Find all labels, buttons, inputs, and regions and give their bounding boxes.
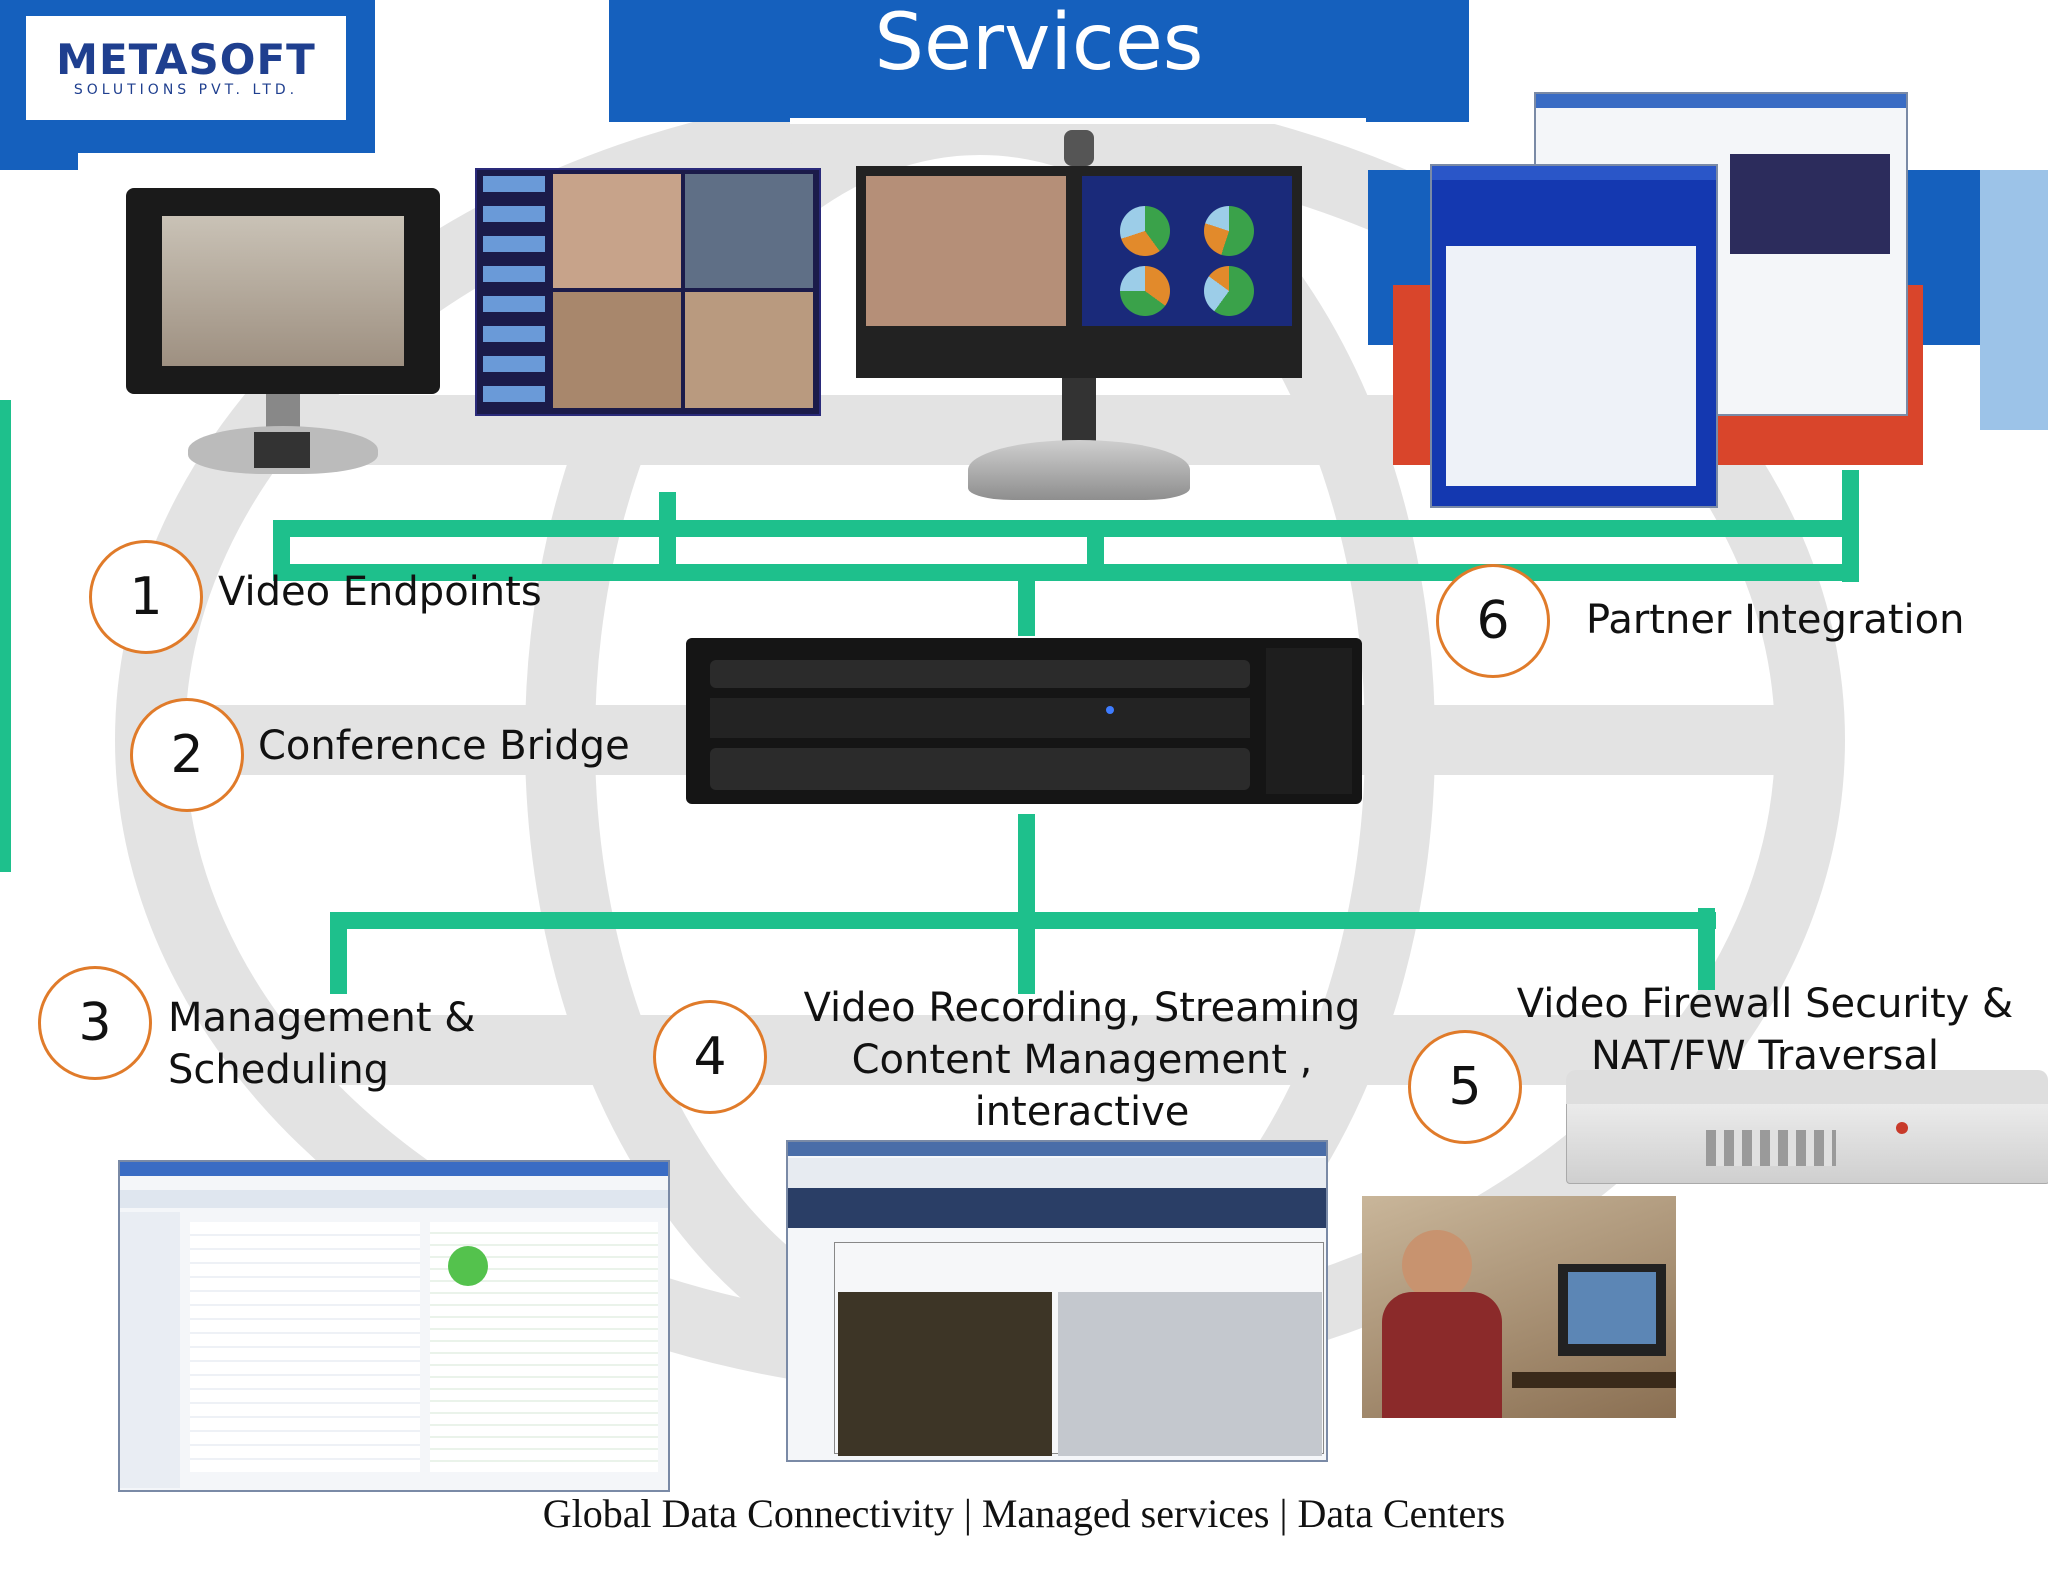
software-client-icon	[1430, 92, 1910, 512]
connector-endpoint-4	[1842, 470, 1859, 582]
node-label-management: Management & Scheduling	[168, 992, 475, 1096]
node-label-conference-bridge: Conference Bridge	[258, 723, 630, 769]
video-endpoint-icon	[126, 188, 440, 474]
node-number-1: 1	[89, 540, 203, 654]
firewall-appliance-icon	[1566, 1070, 2048, 1190]
logo-tab	[0, 153, 78, 170]
connector-endpoint-1	[273, 520, 290, 565]
conference-bridge-icon	[686, 638, 1362, 804]
node-label-firewall-line1: Video Firewall Security &	[1516, 981, 2014, 1027]
dual-screen-icon	[856, 130, 1302, 500]
node-label-video-endpoints: Video Endpoints	[218, 569, 542, 615]
node-label-management-line1: Management &	[168, 995, 476, 1041]
connector-endpoint-3	[1087, 522, 1104, 564]
connector-to-bridge	[1018, 568, 1035, 636]
decor-band-light	[1980, 170, 2048, 430]
decor-left-accent	[0, 400, 11, 872]
logo-subtitle: SOLUTIONS PVT. LTD.	[73, 82, 299, 98]
title-bar: Services	[609, 0, 1469, 122]
node-label-partner-integration: Partner Integration	[1586, 597, 1965, 643]
streaming-app-icon	[786, 1140, 1328, 1462]
connector-firewall	[1698, 908, 1715, 990]
desktop-video-icon	[1362, 1196, 1676, 1418]
connector-from-bridge	[1018, 814, 1035, 994]
connector-bottom-horizontal	[330, 912, 1716, 929]
video-wall-icon	[475, 168, 821, 416]
company-logo: METASOFT SOLUTIONS PVT. LTD.	[0, 0, 375, 153]
logo-name: METASOFT	[56, 35, 316, 84]
page-title: Services	[874, 0, 1204, 88]
node-number-5: 5	[1408, 1030, 1522, 1144]
title-notch	[790, 118, 1366, 124]
node-label-recording-line2: Content Management , interactive	[851, 1037, 1313, 1135]
connector-endpoint-2	[659, 492, 676, 564]
node-number-4: 4	[653, 1000, 767, 1114]
node-label-recording-line1: Video Recording, Streaming	[803, 985, 1361, 1031]
node-label-firewall: Video Firewall Security & NAT/FW Travers…	[1500, 978, 2030, 1082]
node-number-2: 2	[130, 698, 244, 812]
connector-top-horizontal	[273, 520, 1859, 537]
management-app-icon	[118, 1160, 670, 1492]
node-number-3: 3	[38, 966, 152, 1080]
node-label-management-line2: Scheduling	[168, 1047, 390, 1093]
node-number-6: 6	[1436, 564, 1550, 678]
footer-text: Global Data Connectivity | Managed servi…	[542, 1491, 1506, 1536]
connector-management	[330, 912, 347, 994]
